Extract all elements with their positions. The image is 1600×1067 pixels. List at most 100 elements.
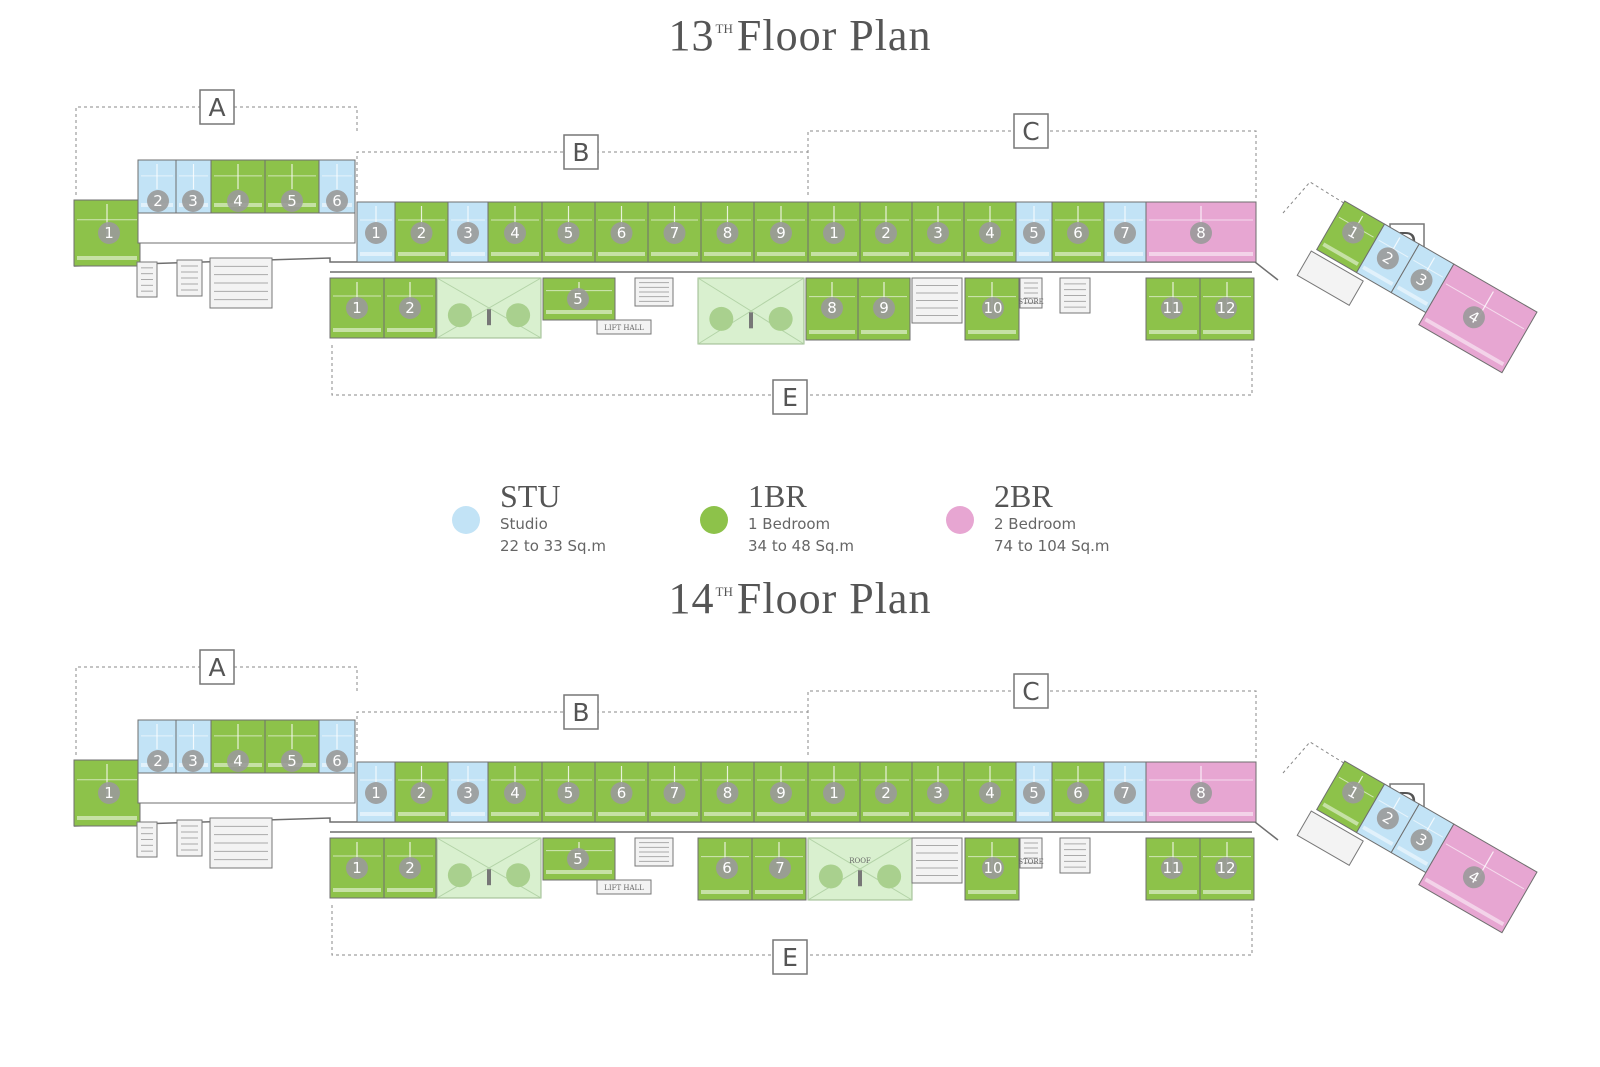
floor-14-wing-a-unit-1-number: 1	[104, 784, 114, 802]
floor-14-wing-c-unit-6-window	[1055, 812, 1101, 816]
floor-14-wing-c-unit-6-badge	[1067, 782, 1089, 804]
floor-13-wing-a-unit-4-badge	[227, 190, 249, 212]
floor-14-wing-b-unit-3-window	[451, 812, 485, 816]
floor-13-wing-e-unit-12-number: 12	[1216, 299, 1235, 317]
floor-13-wing-b-unit-3-window	[451, 252, 485, 256]
floor-13-wing-b-unit-5: 5	[541, 201, 596, 263]
floor-13-wing-d-unit-3: 3	[1390, 243, 1455, 314]
floor-14-section-c-letter: C	[1022, 677, 1039, 706]
floor-13-wing-a-unit-5-badge	[281, 190, 303, 212]
floor-14-wing-e-unit-7-number: 7	[775, 859, 785, 877]
floor-13-courtyard-1-tree	[506, 303, 531, 328]
floor-13-wing-a-unit-3-badge	[182, 190, 204, 212]
floor-13-wing-e-stair-2	[911, 277, 963, 324]
floor-13-wing-e-unit-5: 5	[542, 277, 616, 321]
floor-14-wing-c-unit-7-badge	[1114, 782, 1136, 804]
floor-13-wing-c-unit-3-badge	[927, 222, 949, 244]
floor-13-title: 13THFloor Plan	[0, 10, 1600, 61]
floor-13-wing-d-unit-2-wall	[1378, 239, 1409, 258]
floor-13-wing-d-unit-1-badge	[1342, 221, 1365, 244]
floor-13-wing-b-unit-8: 8	[700, 201, 755, 263]
floor-14-wing-d-unit-2-wall	[1378, 799, 1409, 818]
floor-14-wing-b-unit-9-window	[757, 812, 805, 816]
floor-13-wing-b-unit-2-window	[398, 252, 445, 256]
floor-13-wing-c-unit-5: 5	[1015, 201, 1053, 263]
floor-13-wing-e-unit-11-number: 11	[1162, 299, 1181, 317]
floor-13-wing-c-unit-4-window	[967, 252, 1013, 256]
floor-13-wing-e-unit-9: 9	[857, 277, 911, 341]
legend-two-bedroom-code: 2BR	[994, 478, 1053, 514]
floor-13-section-c-letter: C	[1022, 117, 1039, 146]
floor-13-wing-c-unit-6-window	[1055, 252, 1101, 256]
floor-14-wing-b-unit-5-window	[545, 812, 592, 816]
floor-14-wing-d-unit-3-wall	[1413, 819, 1444, 838]
floor-14-wing-b-unit-8-number: 8	[723, 784, 733, 802]
floor-14-wing-c-unit-2: 2	[859, 761, 913, 823]
floor-14-wing-a-lift-2	[176, 819, 203, 857]
floor-13-wing-b-unit-7: 7	[647, 201, 702, 263]
floor-13-wing-e-unit-9-window	[861, 330, 907, 334]
floor-14-plan: ABCDE12345612345678912345678125LIFT HALL…	[73, 649, 1538, 975]
floor-14-wing-e-unit-5-number: 5	[573, 850, 583, 868]
floor-14-wing-e-unit-1-number: 1	[352, 859, 362, 877]
floor-14-wing-b-unit-9-badge	[770, 782, 792, 804]
floor-14-title-suffix: TH	[715, 584, 733, 599]
floor-14-wing-b-unit-1: 1	[356, 761, 396, 823]
floor-13-wing-c-unit-4-badge	[979, 222, 1001, 244]
floor-14-wing-a-corridor	[137, 772, 356, 804]
floor-14-wing-b-unit-5-badge	[557, 782, 580, 804]
floor-13-wing-e-stair	[634, 277, 674, 307]
floor-14-wing-b-unit-4: 4	[487, 761, 543, 823]
floor-14-wing-e-unit-2-badge	[399, 857, 421, 879]
floor-13-wing-e-unit-5-badge	[567, 288, 589, 310]
floor-14-wing-a-unit-5: 5	[264, 719, 320, 774]
floor-13-wing-c-unit-8-number: 8	[1196, 224, 1206, 242]
legend-two-bedroom-name: 2 Bedroom	[994, 515, 1077, 533]
floor-13-courtyard-2-diag	[697, 277, 805, 345]
floor-14-wing-e-unit-10-number: 10	[983, 859, 1002, 877]
floor-13-wing-c-unit-6: 6	[1051, 201, 1105, 263]
floor-14-wing-c-unit-6: 6	[1051, 761, 1105, 823]
floor-14-wing-b-unit-9-number: 9	[776, 784, 786, 802]
floor-14-wing-e-unit-5: 5	[542, 837, 616, 881]
floor-14-wing-a-unit-4: 4	[210, 719, 266, 774]
floor-14-wing-c-unit-4-window	[967, 812, 1013, 816]
floor-13-wing-b-unit-6-badge	[610, 222, 633, 244]
floor-14-wing-b-unit-3-number: 3	[463, 784, 473, 802]
floor-13-wing-c-unit-2-badge	[875, 222, 897, 244]
floor-13-wing-c-unit-7-badge	[1114, 222, 1136, 244]
floor-13-plan: ABCDE12345612345678912345678125LIFT HALL…	[73, 89, 1538, 415]
floor-13-wing-c-unit-3-number: 3	[933, 224, 943, 242]
floor-14-roof-area-bench	[858, 870, 862, 887]
floor-14-roof-area-diag	[807, 837, 913, 901]
floor-13-section-a-box	[199, 89, 235, 125]
floor-14-wing-c-unit-5-window	[1019, 812, 1049, 816]
floor-13-wing-e-unit-2-badge	[399, 297, 421, 319]
floor-13-store: STORE	[1018, 277, 1044, 309]
floor-14-wing-c-unit-8: 8	[1145, 761, 1257, 823]
floor-13-wing-b-unit-5-number: 5	[564, 224, 574, 242]
floor-14-wing-b-unit-5: 5	[541, 761, 596, 823]
floor-14-wing-d-unit-1-window	[1322, 802, 1359, 826]
floor-13-wing-a-stair	[209, 257, 273, 309]
floor-14-wing-b-unit-7-number: 7	[670, 784, 680, 802]
floor-13-wing-c-unit-7-window	[1107, 252, 1143, 256]
floor-13-wing-b-unit-6: 6	[594, 201, 649, 263]
legend-two-bedroom-range: 74 to 104 Sq.m	[994, 537, 1110, 555]
floor-14-wing-a-unit-5-number: 5	[287, 752, 297, 770]
floor-14-wing-e-unit-7-badge	[769, 857, 791, 879]
floor-14-roof-area: ROOF	[807, 837, 913, 901]
floor-14-wing-c-unit-2-number: 2	[881, 784, 891, 802]
floor-14-courtyard-1-diag	[436, 837, 542, 899]
floor-13-wing-e-unit-5-number: 5	[573, 290, 583, 308]
floor-13-wing-b-unit-2-badge	[410, 222, 433, 244]
floor-13-wing-e-unit-2: 2	[383, 277, 437, 339]
floor-13-wing-d-unit-4-wall	[1445, 283, 1525, 330]
floor-13-wing-a-unit-5-number: 5	[287, 192, 297, 210]
floor-14-section-b-letter: B	[572, 698, 589, 727]
floor-13-wing-a-unit-2: 2	[137, 159, 177, 214]
floor-13-wing-a-unit-1: 1	[73, 199, 141, 267]
floor-13-wing-e-unit-8-window	[809, 330, 855, 334]
floor-14-wing-e-unit-11: 11	[1145, 837, 1201, 901]
floor-14-section-c-box	[1013, 673, 1049, 709]
